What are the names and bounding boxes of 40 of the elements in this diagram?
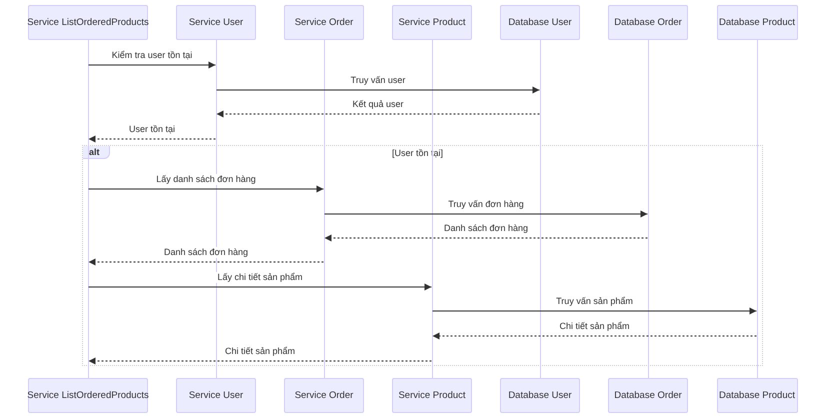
message-arrow <box>88 284 432 290</box>
message-label: Chi tiết sản phẩm <box>222 346 298 357</box>
frame-tag: alt <box>83 146 110 159</box>
message-label: User tồn tại <box>126 124 178 135</box>
participant-box: Service User <box>176 378 256 413</box>
message-label: Truy vấn đơn hàng <box>446 199 526 210</box>
message-label: Lấy chi tiết sản phẩm <box>215 272 305 283</box>
participant-box: Service ListOrderedProducts <box>28 5 148 40</box>
message-arrow <box>432 308 757 314</box>
message-label: Danh sách đơn hàng <box>442 223 530 234</box>
message-label: Lấy danh sách đơn hàng <box>154 174 258 185</box>
reply-arrow <box>432 332 757 340</box>
message-label: Truy vấn user <box>348 75 408 86</box>
message-arrow <box>324 210 648 218</box>
message-arrow <box>216 86 540 94</box>
participant-box: Service Order <box>284 378 364 413</box>
participant-box: Database Product <box>716 378 798 413</box>
participant-box: Database User <box>500 5 580 40</box>
participant-box: Database Product <box>716 5 798 40</box>
message-label: Truy vấn sản phẩm <box>554 296 635 307</box>
lifeline <box>756 40 758 378</box>
participant-box: Database Order <box>608 5 688 40</box>
participant-box: Service Product <box>392 5 472 40</box>
reply-arrow <box>88 258 324 266</box>
reply-arrow <box>216 110 540 118</box>
reply-arrow <box>324 234 648 242</box>
participant-box: Service ListOrderedProducts <box>28 378 148 413</box>
participant-box: Service Product <box>392 378 472 413</box>
message-label: Danh sách đơn hàng <box>162 247 250 258</box>
reply-arrow <box>88 136 216 142</box>
message-arrow <box>88 62 216 68</box>
message-label: Kiểm tra user tồn tại <box>110 50 194 61</box>
message-label: Chi tiết sản phẩm <box>557 321 632 332</box>
participant-box: Service User <box>176 5 256 40</box>
reply-arrow <box>88 358 432 364</box>
message-label: Kết quả user <box>350 99 406 110</box>
participant-box: Service Order <box>284 5 364 40</box>
participant-box: Database User <box>500 378 580 413</box>
participant-box: Database Order <box>608 378 688 413</box>
message-arrow <box>88 186 324 192</box>
